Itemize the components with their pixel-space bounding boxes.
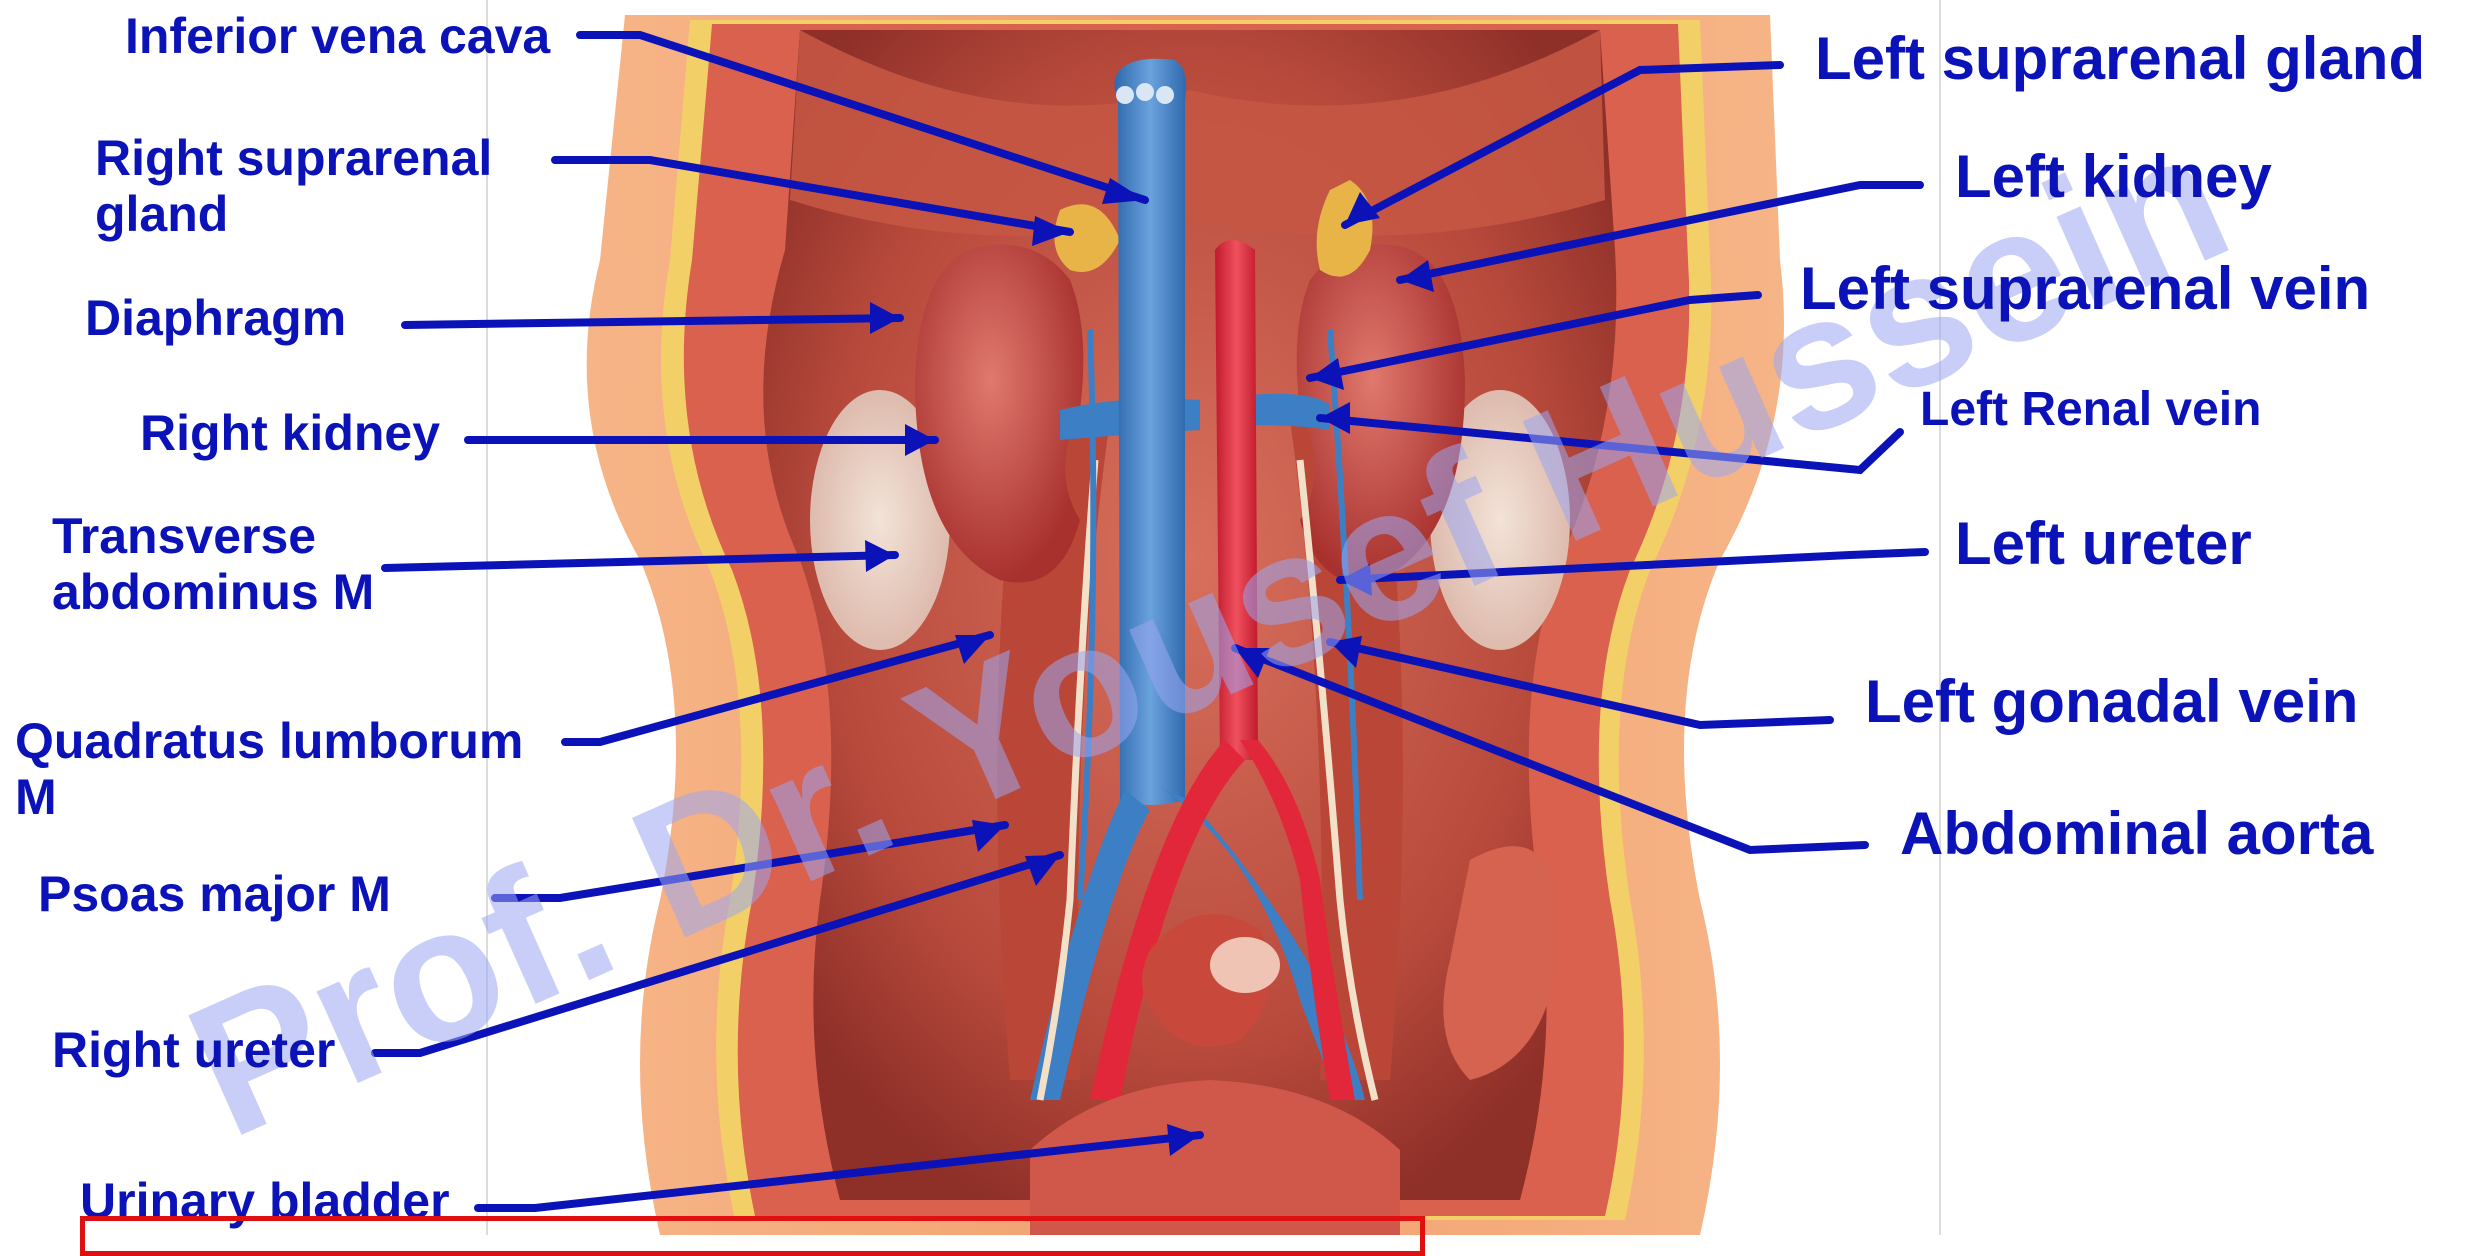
label-psoas-major: Psoas major M bbox=[38, 866, 391, 922]
label-left-ureter: Left ureter bbox=[1955, 510, 2252, 577]
label-left-kidney: Left kidney bbox=[1955, 143, 2272, 210]
label-right-ureter: Right ureter bbox=[52, 1022, 335, 1078]
label-abdominal-aorta: Abdominal aorta bbox=[1900, 800, 2373, 867]
left-renal-vein bbox=[1250, 394, 1330, 430]
label-quadratus-lumborum: Quadratus lumborum M bbox=[15, 713, 523, 825]
abdominal-aorta bbox=[1215, 240, 1258, 760]
inferior-vena-cava bbox=[1114, 59, 1186, 805]
label-transverse-abdominus: Transverse abdominus M bbox=[52, 508, 374, 620]
label-left-suprarenal-vein: Left suprarenal vein bbox=[1800, 255, 2370, 322]
label-right-suprarenal-gland: Right suprarenal gland bbox=[95, 130, 492, 242]
ivc-opening bbox=[1156, 86, 1174, 104]
label-inferior-vena-cava: Inferior vena cava bbox=[125, 8, 550, 64]
ivc-opening bbox=[1136, 83, 1154, 101]
label-left-gonadal-vein: Left gonadal vein bbox=[1865, 668, 2358, 735]
label-diaphragm: Diaphragm bbox=[85, 290, 346, 346]
highlight-box bbox=[80, 1216, 1425, 1256]
ivc-opening bbox=[1116, 86, 1134, 104]
label-left-renal-vein: Left Renal vein bbox=[1920, 383, 2261, 437]
label-left-suprarenal-gland: Left suprarenal gland bbox=[1815, 25, 2425, 92]
label-right-kidney: Right kidney bbox=[140, 405, 440, 461]
rectum-lumen bbox=[1210, 937, 1280, 993]
